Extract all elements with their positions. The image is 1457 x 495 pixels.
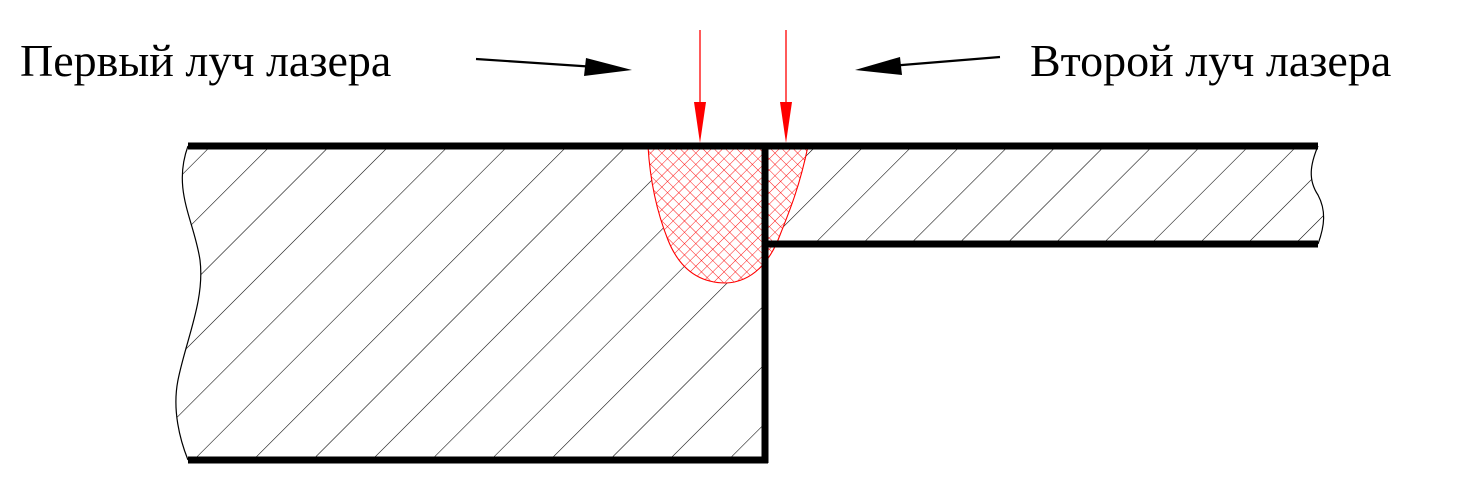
first-laser-beam xyxy=(694,30,706,143)
first-beam-label: Первый луч лазера xyxy=(20,35,391,86)
first-beam-arrowhead-icon xyxy=(694,102,706,143)
thick-plate-break-edge xyxy=(175,145,202,461)
second-laser-beam xyxy=(780,30,792,143)
second-beam-label: Второй луч лазера xyxy=(1030,35,1391,86)
second-beam-leader-arrow xyxy=(855,55,1001,75)
first-leader-arrowhead-icon xyxy=(584,58,632,76)
thick-plate-section xyxy=(175,146,765,460)
second-beam-arrowhead-icon xyxy=(780,102,792,143)
thin-plate-section xyxy=(765,146,1324,244)
thin-plate-break-edge xyxy=(1310,145,1325,245)
second-leader-arrowhead-icon xyxy=(855,57,902,75)
first-beam-leader-arrow xyxy=(475,57,632,76)
